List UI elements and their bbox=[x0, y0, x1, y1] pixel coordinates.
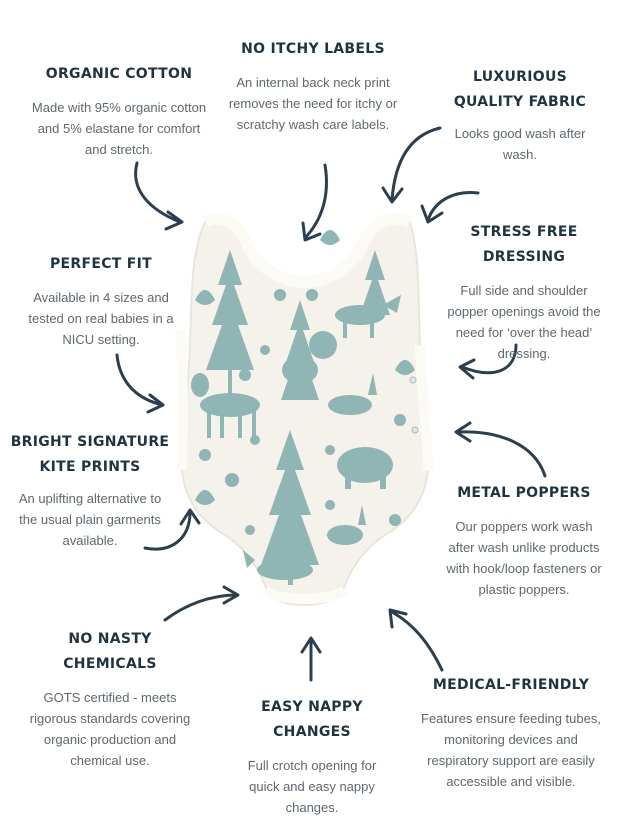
feature-title: LUXURIOUS bbox=[473, 69, 567, 85]
feature-stress-free-dressing: STRESS FREE DRESSING Full side and shoul… bbox=[438, 220, 610, 364]
feature-title: MEDICAL-FRIENDLY bbox=[432, 677, 590, 693]
feature-luxurious-fabric: LUXURIOUS QUALITY FABRIC Looks good wash… bbox=[440, 65, 600, 165]
curved-arrow-icon bbox=[420, 190, 480, 224]
feature-title: EASY NAPPY CHANGES bbox=[261, 699, 363, 740]
curved-arrow-icon bbox=[134, 161, 184, 231]
feature-description: Looks good wash after wash. bbox=[454, 126, 586, 162]
curved-arrow-icon bbox=[458, 343, 518, 380]
bodysuit-illustration bbox=[175, 212, 433, 607]
curved-arrow-icon bbox=[143, 508, 201, 551]
curved-arrow-icon bbox=[381, 126, 442, 204]
feature-no-nasty-chemicals: NO NASTY CHEMICALS GOTS certified - meet… bbox=[20, 627, 200, 771]
curved-arrow-icon bbox=[300, 636, 322, 682]
feature-no-itchy-labels: NO ITCHY LABELS An internal back neck pr… bbox=[228, 37, 398, 135]
feature-description: Available in 4 sizes and tested on real … bbox=[28, 290, 174, 347]
curved-arrow-icon bbox=[454, 421, 547, 478]
feature-title: METAL POPPERS bbox=[457, 485, 591, 501]
feature-description: Full crotch opening for quick and easy n… bbox=[247, 758, 377, 815]
feature-bright-prints: BRIGHT SIGNATURE KITE PRINTS An upliftin… bbox=[10, 430, 170, 551]
curved-arrow-icon bbox=[163, 585, 240, 622]
feature-title: NO NASTY CHEMICALS bbox=[63, 631, 157, 672]
curved-arrow-icon bbox=[388, 608, 444, 672]
feature-title: NO ITCHY LABELS bbox=[241, 41, 385, 57]
feature-description: Features ensure feeding tubes, monitorin… bbox=[421, 711, 601, 789]
feature-metal-poppers: METAL POPPERS Our poppers work wash afte… bbox=[442, 481, 606, 600]
feature-description: Our poppers work wash after wash unlike … bbox=[446, 519, 602, 597]
feature-perfect-fit: PERFECT FIT Available in 4 sizes and tes… bbox=[18, 252, 184, 350]
feature-title: KITE PRINTS bbox=[39, 459, 141, 475]
feature-organic-cotton: ORGANIC COTTON Made with 95% organic cot… bbox=[28, 62, 210, 160]
feature-medical-friendly: MEDICAL-FRIENDLY Features ensure feeding… bbox=[420, 673, 602, 792]
feature-description: An uplifting alternative to the usual pl… bbox=[18, 491, 162, 548]
feature-title: BRIGHT SIGNATURE bbox=[10, 434, 170, 450]
curved-arrow-icon bbox=[115, 353, 165, 414]
curved-arrow-icon bbox=[301, 163, 328, 242]
feature-title: PERFECT FIT bbox=[49, 256, 153, 272]
feature-description: GOTS certified - meets rigorous standard… bbox=[29, 690, 191, 768]
feature-description: Full side and shoulder popper openings a… bbox=[447, 283, 601, 361]
feature-description: Made with 95% organic cotton and 5% elas… bbox=[31, 100, 207, 157]
feature-title: STRESS FREE DRESSING bbox=[470, 224, 578, 265]
feature-easy-nappy-changes: EASY NAPPY CHANGES Full crotch opening f… bbox=[222, 695, 402, 818]
feature-description: An internal back neck print removes the … bbox=[228, 75, 398, 132]
feature-title: QUALITY FABRIC bbox=[453, 94, 587, 110]
feature-title: ORGANIC COTTON bbox=[45, 66, 193, 82]
